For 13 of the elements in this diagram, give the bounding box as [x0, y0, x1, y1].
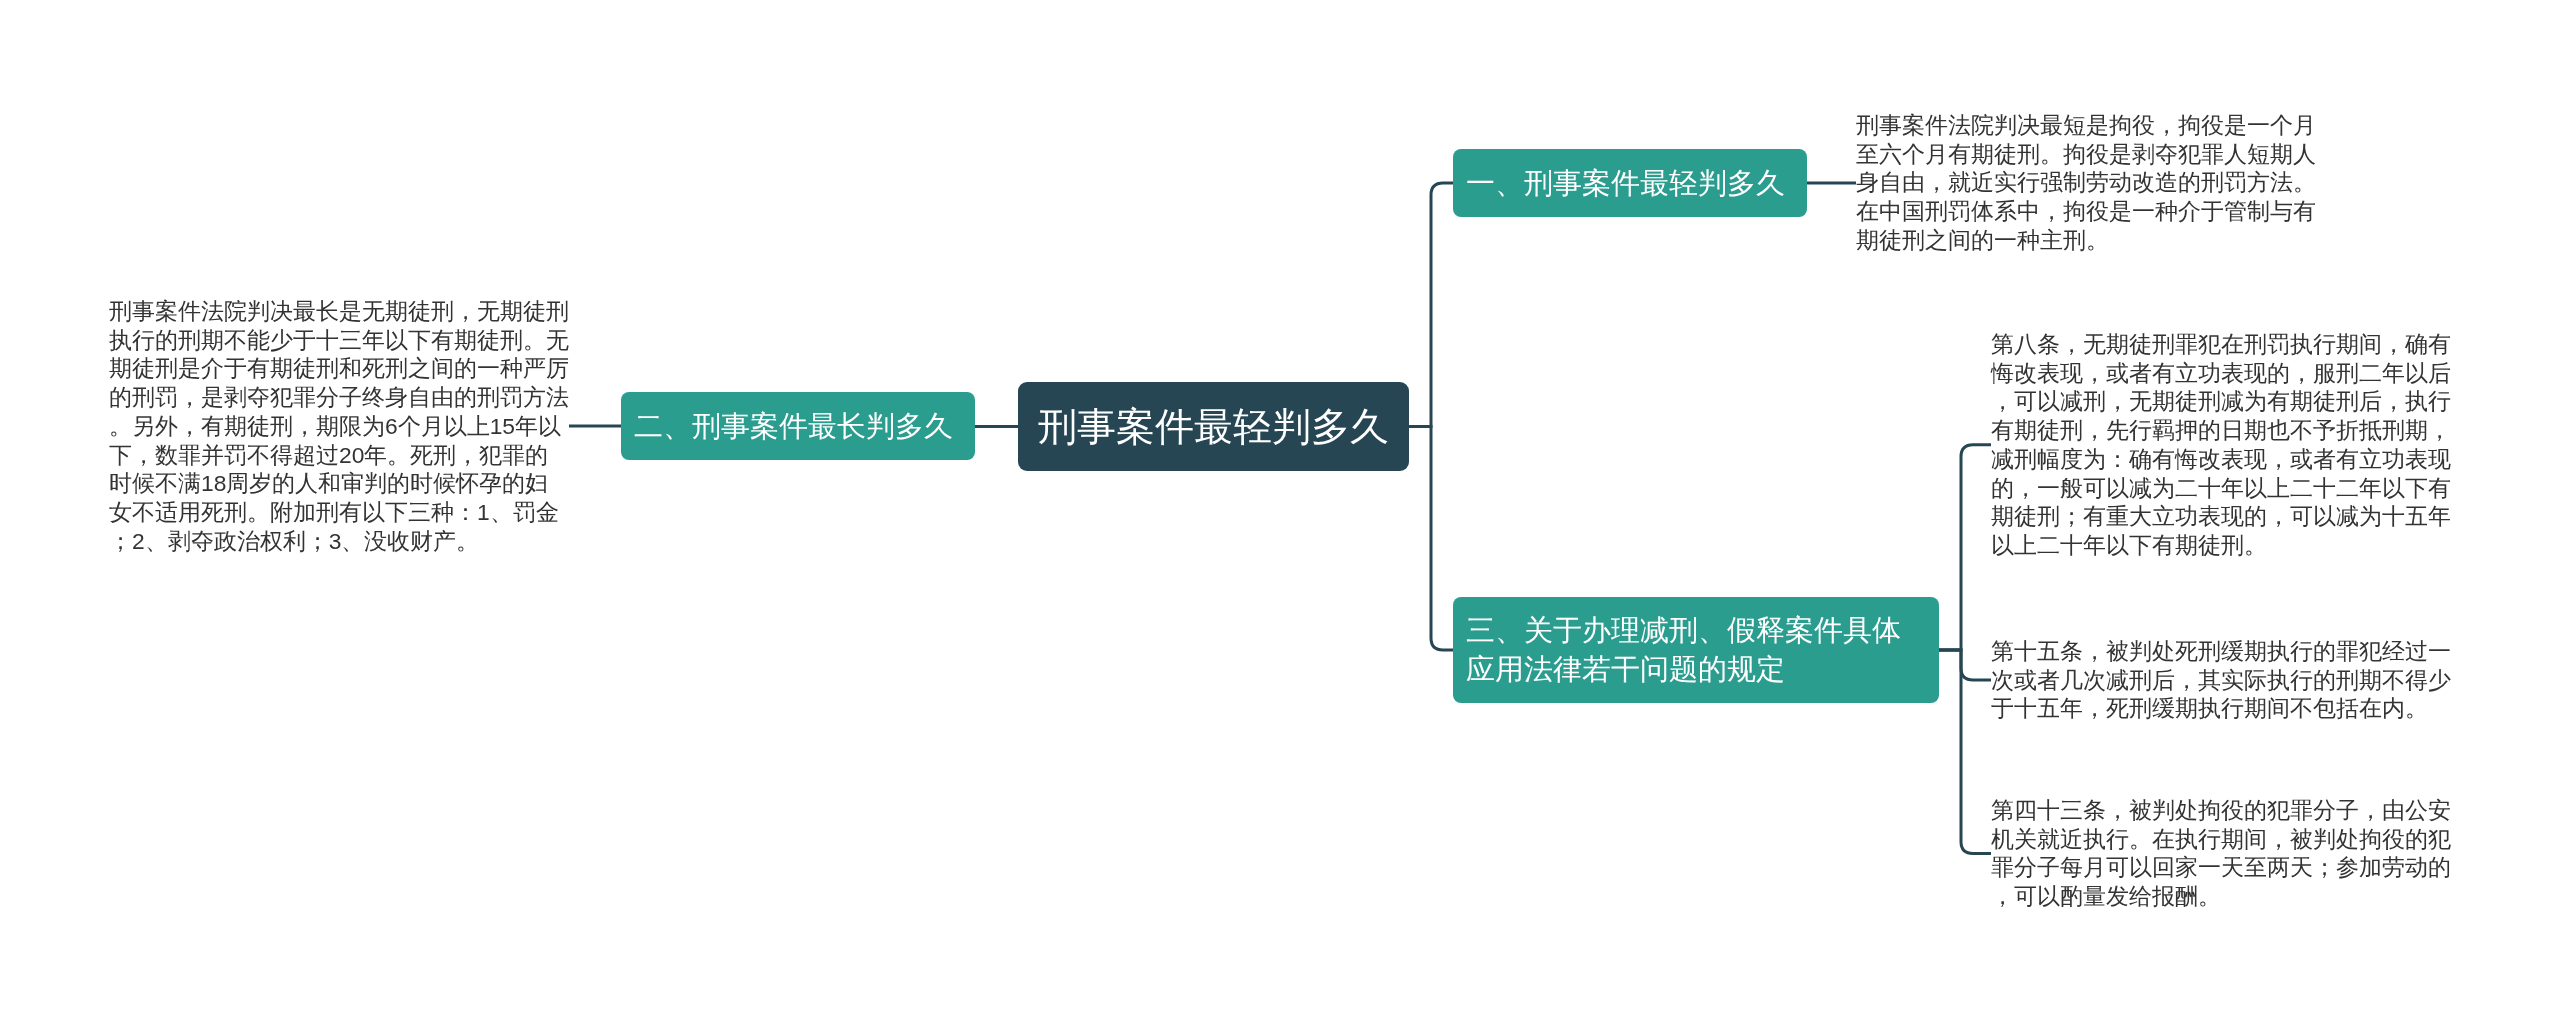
note-text: 第十五条，被判处死刑缓期执行的罪犯经过一次或者几次减刑后，其实际执行的刑期不得少于十五年，死刑缓期执行期间不包括在内。: [1991, 637, 2451, 724]
note-text: 第四十三条，被判处拘役的犯罪分子，由公安机关就近执行。在执行期间，被判处拘役的犯罪分子每月可以回家一天至两天；参加劳动的，可以酌量发给报酬。: [1991, 796, 2451, 911]
connector-line: [975, 425, 1018, 428]
note-text: 刑事案件法院判决最短是拘役，拘役是一个月至六个月有期徒刑。拘役是剥夺犯罪人短期人身自由，就近实行强制劳动改造的刑罚方法。在中国刑罚体系中，拘役是一种介于管制与有期徒刑之间的一种主刑。: [1856, 111, 2316, 255]
connector-line: [1807, 181, 1856, 185]
topic-box: 一、刑事案件最轻判多久: [1453, 149, 1807, 217]
topic-box: 二、刑事案件最长判多久: [621, 392, 975, 460]
connector-line: [1409, 425, 1453, 652]
topic-box: 三、关于办理减刑、假释案件具体应用法律若干问题的规定: [1453, 597, 1939, 703]
central-topic-box: 刑事案件最轻判多久: [1018, 382, 1409, 471]
note-text: 第八条，无期徒刑罪犯在刑罚执行期间，确有悔改表现，或者有立功表现的，服刑二年以后，可以减刑，无期徒刑减为有期徒刑后，执行有期徒刑，先行羁押的日期也不予折抵刑期，减刑幅度为：确有悔改表现，或者有立功表现的，一般可以减为二十年以上二十二年以下有期徒刑；有重大立功表现的，可以减为十五年以上二十年以下有期徒刑。: [1991, 330, 2451, 560]
note-text: 刑事案件法院判决最长是无期徒刑，无期徒刑执行的刑期不能少于十三年以下有期徒刑。无期徒刑是介于有期徒刑和死刑之间的一种严厉的刑罚，是剥夺犯罪分子终身自由的刑罚方法。另外，有期徒刑，期限为6个月以上15年以下，数罪并罚不得超过20年。死刑，犯罪的时候不满18周岁的人和审判的时候怀孕的妇女不适用死刑。附加刑有以下三种：1、罚金；2、剥夺政治权利；3、没收财产。: [109, 297, 569, 556]
connector-line: [569, 424, 621, 428]
